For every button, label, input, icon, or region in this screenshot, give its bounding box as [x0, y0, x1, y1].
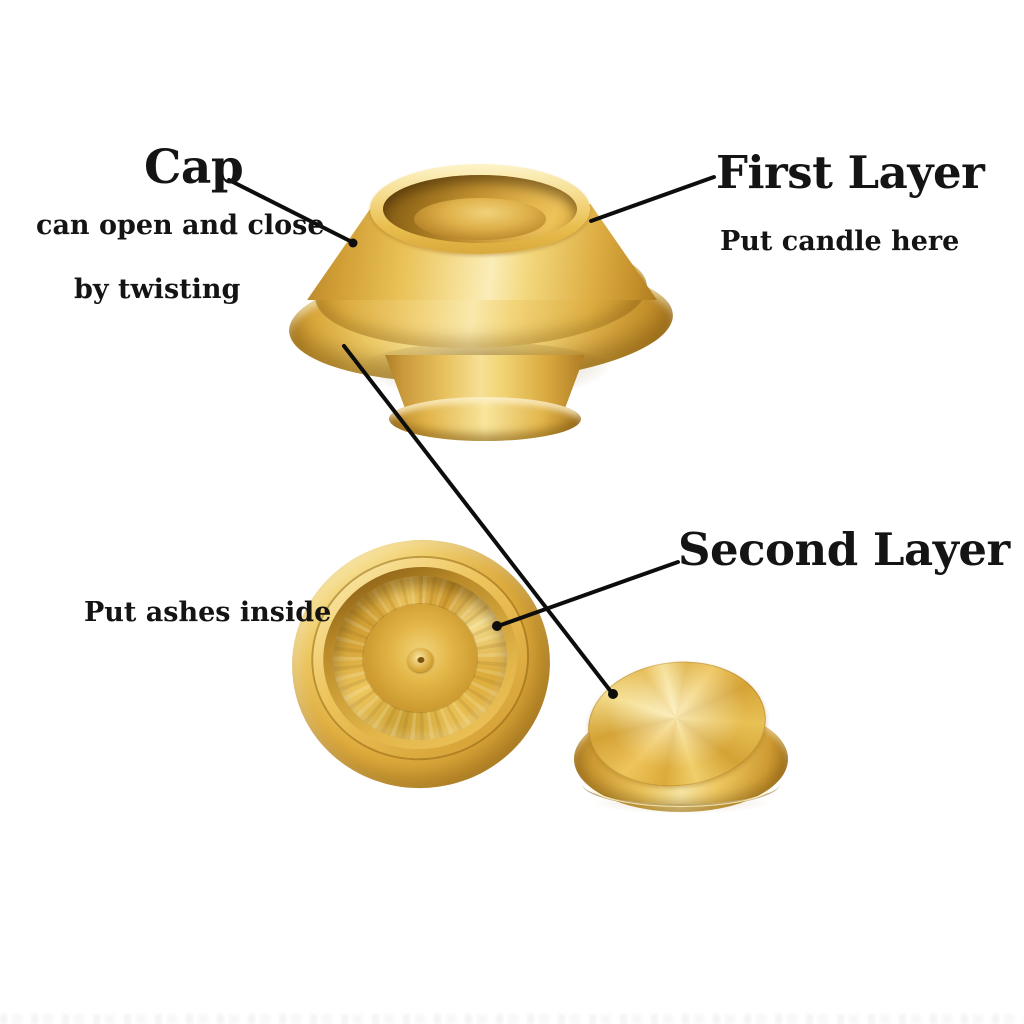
urn-foot-lip [389, 397, 581, 441]
cap-description-line1: can open and close [36, 210, 325, 241]
urn-candle-rim [370, 164, 590, 254]
cap-groove [598, 772, 764, 806]
second-layer-label: Second Layer [678, 523, 1010, 576]
ashes-description: Put ashes inside [84, 597, 332, 628]
cap-description-line2: by twisting [74, 274, 241, 305]
first-layer-description: Put candle here [720, 226, 960, 257]
urn-candle-cup [383, 175, 577, 243]
urn-cup-floor [414, 198, 546, 240]
screw-cap-image [572, 653, 790, 814]
cap-label: Cap [144, 140, 244, 195]
ashes-dish-image [275, 523, 567, 805]
first-layer-label: First Layer [716, 146, 985, 199]
assembled-urn-image [285, 152, 705, 444]
cropped-bottom-text-artifact [0, 1014, 1024, 1024]
